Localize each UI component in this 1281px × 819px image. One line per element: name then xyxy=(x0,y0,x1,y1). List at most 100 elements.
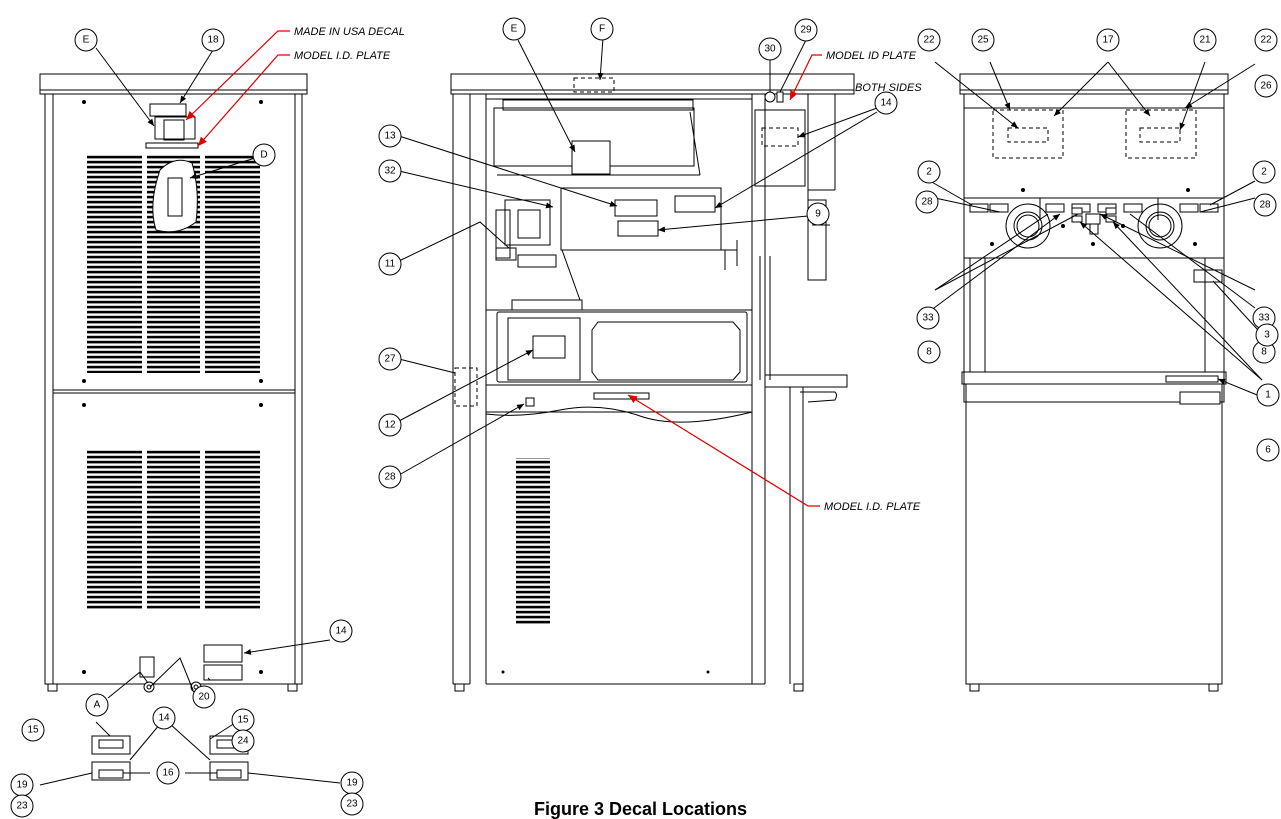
callout-number: 28 xyxy=(921,197,933,208)
callout-circle xyxy=(806,202,830,226)
note-model-id-plate-side: MODEL I.D. PLATE xyxy=(824,501,921,513)
callout-right-n22a: 22 xyxy=(917,28,941,52)
callout-right-n26: 26 xyxy=(1254,74,1278,98)
callout-right-n17: 17 xyxy=(1096,28,1120,52)
callout-circle xyxy=(192,685,216,709)
callout-circle xyxy=(378,159,402,183)
callout-number: 13 xyxy=(384,131,396,142)
callout-circle xyxy=(917,28,941,52)
callout-details-n23b: 23 xyxy=(340,792,364,816)
callout-circle xyxy=(378,347,402,371)
callout-middle-n13: 13 xyxy=(378,124,402,148)
callout-right-n3: 3 xyxy=(1255,323,1279,347)
callout-number: 20 xyxy=(198,692,210,703)
callout-number: 14 xyxy=(880,98,892,109)
callout-number: 8 xyxy=(1261,347,1267,358)
callout-number: 8 xyxy=(926,347,932,358)
callout-number: 16 xyxy=(162,768,174,779)
callout-number: 22 xyxy=(923,35,935,46)
callout-details-n19b: 19 xyxy=(340,771,364,795)
callout-number: 19 xyxy=(346,778,358,789)
callout-number: 12 xyxy=(384,420,396,431)
callout-circle xyxy=(10,794,34,818)
callout-right-n21: 21 xyxy=(1193,28,1217,52)
callout-circle xyxy=(378,465,402,489)
callout-left-E: E xyxy=(74,28,98,52)
callout-number: 1 xyxy=(1265,390,1271,401)
callout-right-n28b: 28 xyxy=(1253,193,1277,217)
callout-number: E xyxy=(83,35,90,46)
callout-circle xyxy=(252,143,276,167)
figure-caption: Figure 3 Decal Locations xyxy=(533,799,748,819)
callout-circle xyxy=(1256,383,1280,407)
callout-circle xyxy=(1096,28,1120,52)
callout-circle xyxy=(378,124,402,148)
callout-details-n16: 16 xyxy=(156,761,180,785)
callout-middle-n12: 12 xyxy=(378,413,402,437)
callout-middle-n9: 9 xyxy=(806,202,830,226)
callout-circle xyxy=(1256,438,1280,462)
callout-circle xyxy=(378,252,402,276)
note-model-id-plate-rear: MODEL I.D. PLATE xyxy=(294,50,391,62)
callout-details-n14a: 14 xyxy=(152,706,176,730)
callout-number: 17 xyxy=(1102,35,1114,46)
callout-circle xyxy=(85,693,109,717)
callout-number: 29 xyxy=(800,25,812,36)
callout-circle xyxy=(340,792,364,816)
callout-circle xyxy=(1255,323,1279,347)
callout-right-n2b: 2 xyxy=(1252,160,1276,184)
callout-left-n20: 20 xyxy=(192,685,216,709)
callout-right-n25: 25 xyxy=(971,28,995,52)
red-note-leaders xyxy=(185,30,822,507)
callout-circle xyxy=(917,160,941,184)
callout-middle-F: F xyxy=(590,17,614,41)
callout-number: 3 xyxy=(1264,330,1270,341)
callout-left-D: D xyxy=(252,143,276,167)
callout-details-n23a: 23 xyxy=(10,794,34,818)
callout-number: D xyxy=(260,150,267,161)
callout-circle xyxy=(874,91,898,115)
callout-number: 30 xyxy=(764,44,776,55)
callout-number: 18 xyxy=(207,35,219,46)
callout-number: 32 xyxy=(384,166,396,177)
callout-circle xyxy=(590,17,614,41)
callout-middle-n28: 28 xyxy=(378,465,402,489)
callout-number: 2 xyxy=(926,167,932,178)
callout-number: 33 xyxy=(922,313,934,324)
callout-number: 9 xyxy=(815,209,821,220)
callout-number: 19 xyxy=(16,780,28,791)
callout-right-n28a: 28 xyxy=(915,190,939,214)
callout-number: 14 xyxy=(158,713,170,724)
callout-circle xyxy=(971,28,995,52)
callout-number: 33 xyxy=(1258,313,1270,324)
callout-circle xyxy=(231,729,255,753)
note-model-id-plate-top: MODEL ID PLATE xyxy=(826,50,917,62)
callout-number: 23 xyxy=(346,799,358,810)
callout-middle-n30: 30 xyxy=(758,37,782,61)
callout-number: 28 xyxy=(384,472,396,483)
note-both-sides: BOTH SIDES xyxy=(855,82,922,94)
callout-circle xyxy=(1253,193,1277,217)
callout-right-n8a: 8 xyxy=(917,340,941,364)
callout-number: 27 xyxy=(384,354,396,365)
callout-details-n15a: 15 xyxy=(21,718,45,742)
front-view xyxy=(959,73,1229,692)
rear-view xyxy=(39,73,308,693)
callout-number: 2 xyxy=(1261,167,1267,178)
callout-number: 23 xyxy=(16,801,28,812)
callout-number: 15 xyxy=(27,725,39,736)
callout-circle xyxy=(916,306,940,330)
callout-details-n19a: 19 xyxy=(10,773,34,797)
callout-number: 21 xyxy=(1199,35,1211,46)
callout-middle-n11: 11 xyxy=(378,252,402,276)
callout-middle-n14: 14 xyxy=(874,91,898,115)
callout-details-n15b: 15 xyxy=(231,708,255,732)
leader-lines xyxy=(39,37,1263,786)
callout-middle-n27: 27 xyxy=(378,347,402,371)
callout-number: 26 xyxy=(1260,81,1272,92)
callout-circle xyxy=(156,761,180,785)
callout-number: 15 xyxy=(237,715,249,726)
callout-number: 6 xyxy=(1265,445,1271,456)
